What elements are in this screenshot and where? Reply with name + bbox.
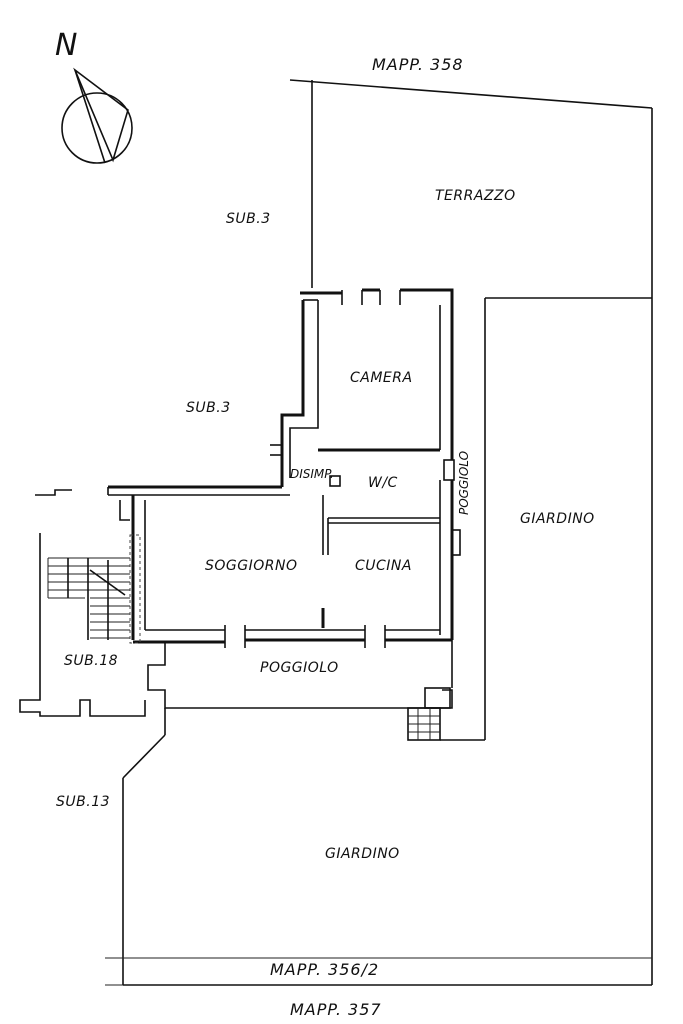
label-wc: W/C (368, 475, 398, 491)
label-terrazzo: TERRAZZO (435, 188, 516, 204)
label-giardino-bottom: GIARDINO (325, 846, 400, 862)
label-sub18: SUB.18 (64, 653, 118, 669)
label-disimp: DISIMP. (290, 467, 334, 481)
label-mapp-358: MAPP. 358 (372, 55, 464, 74)
label-sub3-top: SUB.3 (226, 211, 271, 227)
north-arrow-icon: N (55, 28, 133, 164)
label-cucina: CUCINA (355, 558, 412, 574)
label-camera: CAMERA (350, 370, 413, 386)
stairwell (19, 489, 146, 717)
label-mapp-357: MAPP. 357 (290, 1000, 382, 1019)
property-boundary (105, 79, 653, 986)
apartment-walls (107, 288, 461, 648)
label-mapp-356: MAPP. 356/2 (270, 960, 379, 979)
north-letter: N (55, 28, 78, 63)
interior-partitions (270, 444, 440, 628)
label-sub3-mid: SUB.3 (186, 400, 231, 416)
label-poggiolo-bottom: POGGIOLO (260, 660, 339, 676)
label-sub13: SUB.13 (56, 794, 110, 810)
label-poggiolo-vertical: POGGIOLO (457, 451, 471, 515)
label-giardino-right: GIARDINO (520, 511, 595, 527)
label-soggiorno: SOGGIORNO (205, 558, 297, 574)
garden-stair (407, 707, 441, 741)
